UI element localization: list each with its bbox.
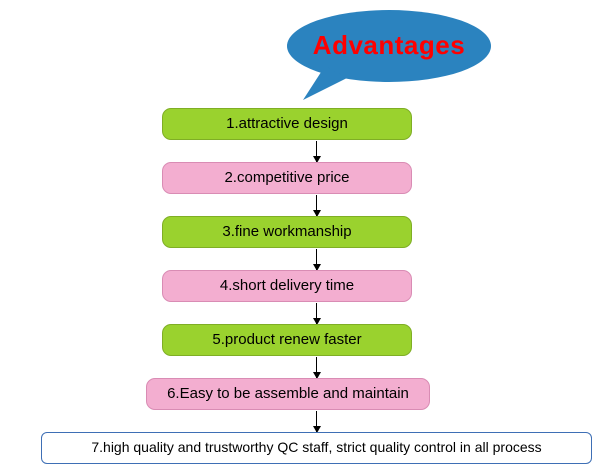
arrow-3-to-4	[312, 249, 321, 271]
speech-bubble-shape	[287, 10, 491, 100]
arrow-4-to-5	[312, 303, 321, 325]
flow-node-7[interactable]: 7.high quality and trustworthy QC staff,…	[41, 432, 592, 464]
flow-node-1[interactable]: 1.attractive design	[162, 108, 412, 140]
flow-node-5[interactable]: 5.product renew faster	[162, 324, 412, 356]
advantages-callout: Advantages	[285, 8, 493, 100]
flow-node-3-label: 3.fine workmanship	[222, 222, 352, 240]
flow-node-4[interactable]: 4.short delivery time	[162, 270, 412, 302]
arrow-2-to-3	[312, 195, 321, 217]
flow-node-7-label: 7.high quality and trustworthy QC staff,…	[91, 439, 542, 456]
arrow-1-to-2	[312, 141, 321, 163]
flow-node-2-label: 2.competitive price	[224, 168, 350, 186]
flow-node-3[interactable]: 3.fine workmanship	[162, 216, 412, 248]
flow-node-5-label: 5.product renew faster	[212, 330, 362, 348]
flow-node-4-label: 4.short delivery time	[219, 276, 355, 294]
arrow-5-to-6	[312, 357, 321, 379]
flow-node-6-label: 6.Easy to be assemble and maintain	[167, 384, 409, 402]
arrow-6-to-7	[312, 411, 321, 433]
flow-node-2[interactable]: 2.competitive price	[162, 162, 412, 194]
flow-node-6[interactable]: 6.Easy to be assemble and maintain	[146, 378, 430, 410]
advantages-title: Advantages	[312, 30, 466, 60]
flow-node-1-label: 1.attractive design	[226, 114, 348, 132]
